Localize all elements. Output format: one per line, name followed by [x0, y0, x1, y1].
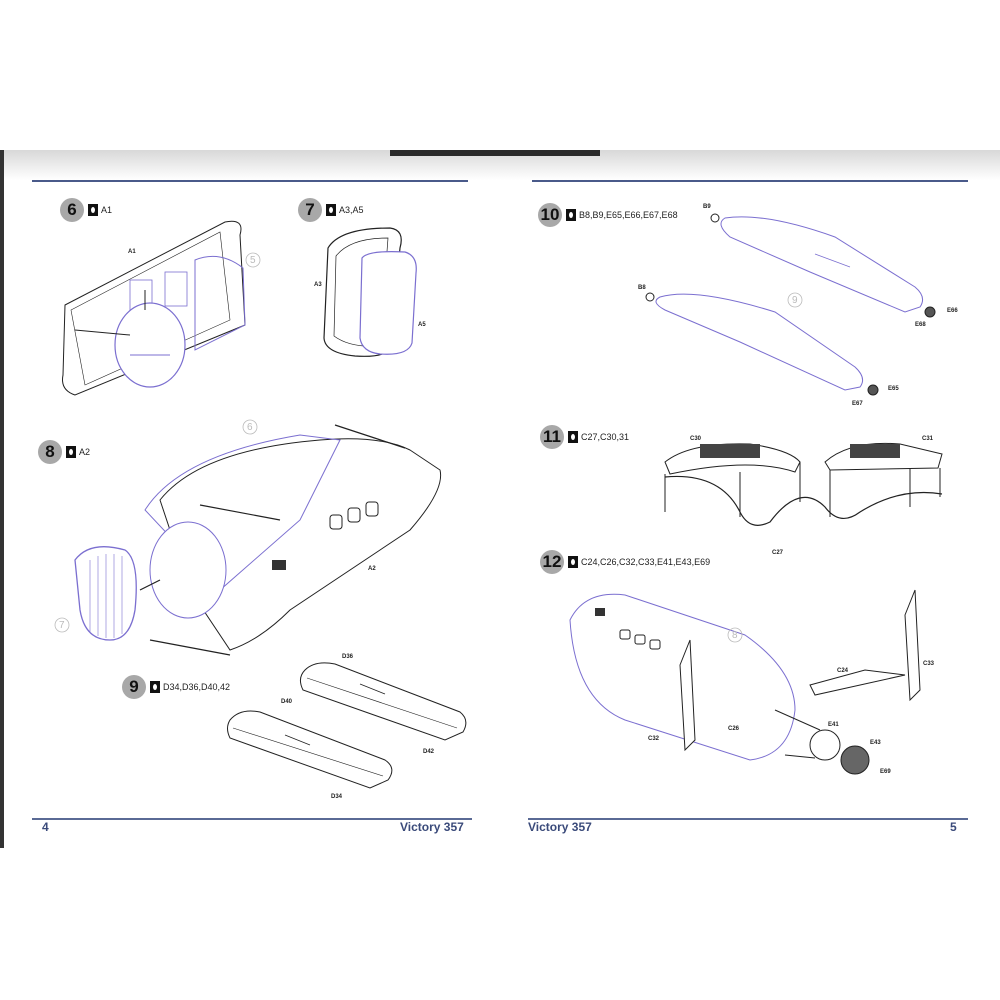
step-10: 10 B8,B9,E65,E66,E67,E68 [538, 203, 678, 227]
step-parts: A3,A5 [339, 205, 364, 215]
step-parts: D34,D36,D40,42 [163, 682, 231, 692]
ref-circle-top: 6 [247, 422, 253, 433]
callout-e66: E66 [947, 308, 958, 314]
footer-title: Victory 357 [528, 820, 592, 834]
header-rule [532, 180, 968, 182]
callout-a5: A5 [418, 322, 426, 328]
footer-title: Victory 357 [400, 820, 464, 834]
left-edge [0, 150, 4, 848]
ref-circle: 9 [792, 295, 798, 306]
step-parts: A1 [101, 205, 113, 215]
step-11: 11 C27,C30,31 [540, 425, 629, 449]
callout-d40: D40 [281, 699, 293, 705]
callout-e41: E41 [828, 722, 839, 728]
step-parts: C27,C30,31 [581, 432, 630, 442]
step-12-drawing: C24 C33 C26 C32 E41 E43 E69 8 [569, 589, 935, 775]
step-6: 6 A1 [60, 198, 112, 222]
callout-a2: A2 [368, 566, 376, 572]
callout-c30: C30 [690, 436, 702, 442]
step-6-drawing: A1 5 [62, 220, 261, 396]
glue-drop-icon [150, 681, 160, 693]
callout-d42: D42 [423, 749, 435, 755]
callout-c26: C26 [728, 726, 740, 732]
callout-a3: A3 [314, 282, 322, 288]
step-7: 7 A3,A5 [298, 198, 364, 222]
step-12: 12 C24,C26,C32,C33,E41,E43,E69 [540, 550, 710, 574]
ref-circle: 5 [250, 255, 256, 266]
step-parts: A2 [79, 447, 91, 457]
booklet-spread: 6 A1 A1 5 7 A3,A5 [0, 150, 1000, 848]
step-number: 7 [298, 198, 322, 222]
step-7-drawing: A3 A5 [314, 227, 426, 357]
page-number: 4 [42, 820, 49, 834]
callout-b9: B9 [703, 204, 711, 210]
footer-rule [528, 818, 968, 820]
step-number: 11 [540, 425, 564, 449]
step-8: 8 A2 [38, 440, 90, 464]
step-number: 8 [38, 440, 62, 464]
glue-drop-icon [568, 556, 578, 568]
page-number: 5 [950, 820, 957, 834]
step-9: 9 D34,D36,D40,42 [122, 675, 230, 699]
footer-rule [32, 818, 472, 820]
header-rule [32, 180, 468, 182]
step-number: 12 [540, 550, 564, 574]
step-11-drawing: C30 C31 C27 [664, 436, 943, 556]
callout-e43: E43 [870, 740, 881, 746]
page-right: 10 B8,B9,E65,E66,E67,E68 B9 B8 E66 E68 E… [500, 150, 1000, 848]
ref-circle: 8 [732, 630, 738, 641]
callout-e67: E67 [852, 401, 863, 407]
glue-drop-icon [326, 204, 336, 216]
callout-e69: E69 [880, 769, 891, 775]
step-parts: B8,B9,E65,E66,E67,E68 [579, 210, 678, 220]
step-9-drawing: D36 D40 D42 D34 [227, 654, 467, 800]
callout-e65: E65 [888, 386, 899, 392]
callout-d36: D36 [342, 654, 354, 660]
page-left: 6 A1 A1 5 7 A3,A5 [0, 150, 500, 848]
step-10-drawing: B9 B8 E66 E68 E65 E67 9 [638, 204, 958, 407]
binding-spine [390, 150, 600, 156]
step-number: 6 [60, 198, 84, 222]
callout-d34: D34 [331, 794, 343, 800]
step-8-drawing: A2 6 7 [54, 419, 442, 656]
callout-c24: C24 [837, 668, 849, 674]
step-number: 9 [122, 675, 146, 699]
glue-drop-icon [568, 431, 578, 443]
callout-c31: C31 [922, 436, 934, 442]
glue-drop-icon [88, 204, 98, 216]
callout-e68: E68 [915, 322, 926, 328]
step-parts: C24,C26,C32,C33,E41,E43,E69 [581, 557, 711, 567]
callout-a1: A1 [128, 249, 136, 255]
glue-drop-icon [566, 209, 576, 221]
callout-c27: C27 [772, 550, 784, 556]
callout-c33: C33 [923, 661, 935, 667]
callout-c32: C32 [648, 736, 660, 742]
step-number: 10 [538, 203, 562, 227]
callout-b8: B8 [638, 285, 646, 291]
glue-drop-icon [66, 446, 76, 458]
ref-circle-left: 7 [59, 620, 65, 631]
